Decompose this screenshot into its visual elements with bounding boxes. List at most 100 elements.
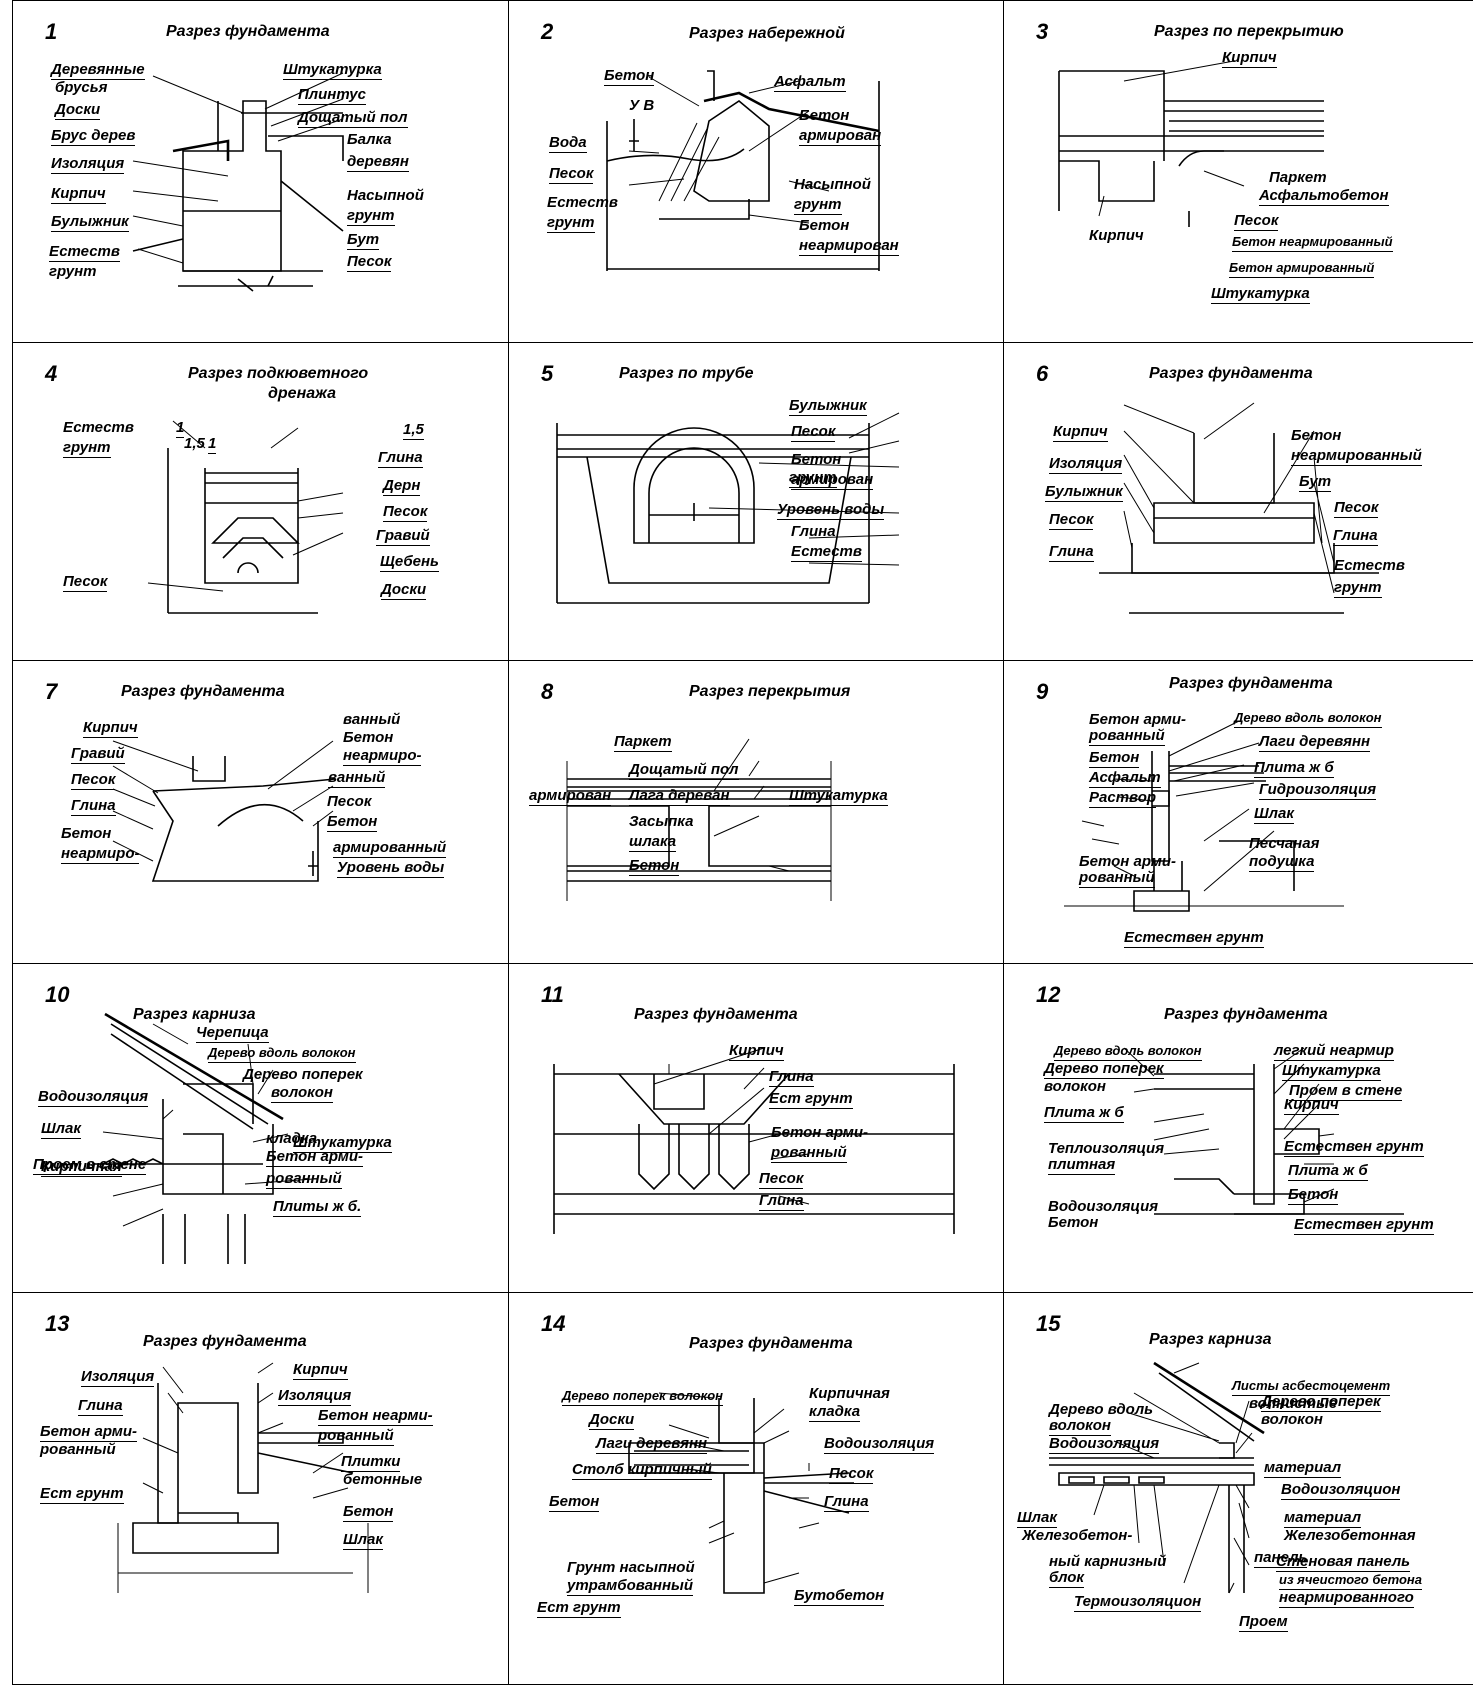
material-label: неармиро- xyxy=(343,747,422,766)
material-label: Бут xyxy=(347,231,380,250)
material-label: Столб кирпичный xyxy=(572,1461,712,1480)
material-label: Дерево поперек xyxy=(1261,1393,1381,1412)
section-sketch-2 xyxy=(606,70,880,271)
material-label: Песок xyxy=(1334,499,1379,518)
material-label: Кирпич xyxy=(293,1361,348,1380)
material-label: Уровень воды xyxy=(777,501,885,520)
material-label: Булыжник xyxy=(789,397,867,416)
material-label: армирован xyxy=(791,471,874,490)
material-label: Песок xyxy=(71,771,116,790)
material-label: Водоизоляцион xyxy=(1281,1481,1401,1500)
material-label: Изоляция xyxy=(1049,455,1123,474)
material-label: Глина xyxy=(769,1068,814,1087)
material-label: Кирпичная xyxy=(809,1385,890,1402)
section-sketch-8 xyxy=(566,738,832,901)
material-label: Паркет xyxy=(614,733,672,752)
material-label: Бетон xyxy=(1048,1214,1099,1231)
panel-number: 14 xyxy=(541,1311,566,1336)
material-label: Песок xyxy=(791,423,836,442)
material-label: армирован xyxy=(799,127,882,146)
panel-title: Разрез фундамента xyxy=(634,1006,798,1023)
panel-title: Разрез фундамента xyxy=(1164,1006,1328,1023)
material-label: Бетон неармированный xyxy=(1232,233,1393,252)
material-label: волокон xyxy=(271,1084,333,1103)
material-label: Бетон xyxy=(61,825,112,842)
material-label: Песок xyxy=(1234,212,1279,231)
material-label: рованный xyxy=(1079,869,1155,888)
material-label: Бетон xyxy=(549,1493,600,1512)
material-label: Кирпич xyxy=(83,719,138,738)
material-label: брусья xyxy=(55,79,108,96)
material-label: Теплоизоляция xyxy=(1048,1140,1165,1157)
material-label: 1 xyxy=(176,419,185,438)
material-label: грунт xyxy=(1334,579,1382,598)
section-sketch-10 xyxy=(93,1012,314,1264)
material-label: грунт xyxy=(547,214,595,233)
material-label: Асфальт xyxy=(1089,769,1161,788)
material-label: Дерево вдоль волокон xyxy=(1054,1042,1202,1061)
material-label: Штукатурка xyxy=(293,1134,392,1153)
material-label: Ест грунт xyxy=(40,1485,124,1504)
material-label: панель xyxy=(1254,1549,1308,1568)
material-label: блок xyxy=(1049,1569,1084,1588)
section-sketch-6 xyxy=(1099,402,1379,614)
panel-title: Разрез фундамента xyxy=(689,1335,853,1352)
section-sketch-4 xyxy=(147,420,344,614)
material-label: легкий неармир xyxy=(1274,1042,1394,1061)
panel-title: Разрез набережной xyxy=(689,25,845,42)
material-label: Дерево вдоль волокон xyxy=(1234,709,1382,728)
material-label: грунт xyxy=(63,439,111,458)
material-label: Гидроизоляция xyxy=(1259,781,1377,800)
material-label: Черепица xyxy=(196,1024,269,1043)
panel-number: 12 xyxy=(1036,982,1061,1007)
panel-number: 3 xyxy=(1036,19,1049,44)
material-label: подушка xyxy=(1249,853,1315,872)
material-label: Штукатурка xyxy=(1211,285,1310,304)
material-label: волнистые xyxy=(1249,1395,1338,1412)
material-label: Водоизоляция xyxy=(1048,1198,1159,1215)
material-label: Естеств xyxy=(791,543,862,562)
material-label: кладка xyxy=(809,1403,861,1422)
section-sketch-5 xyxy=(556,412,900,604)
material-label: Водоизоляция xyxy=(38,1088,149,1107)
material-label: из ячеистого бетона xyxy=(1279,1571,1423,1590)
panel-number: 1 xyxy=(45,19,58,44)
material-label: Изоляция xyxy=(51,155,125,174)
panel-title: Разрез перекрытия xyxy=(689,683,851,700)
material-label: Кирпич xyxy=(729,1042,784,1061)
panel-title-line2: дренажа xyxy=(268,385,336,402)
panel-title: Разрез фундамента xyxy=(121,683,285,700)
material-label: Термоизоляцион xyxy=(1074,1593,1202,1612)
material-label: Плита ж б xyxy=(1044,1104,1124,1123)
material-label: рованный xyxy=(318,1427,394,1446)
material-label: Бетон xyxy=(791,451,842,468)
material-label: материал xyxy=(1264,1459,1342,1478)
material-label: Плитки xyxy=(341,1453,401,1472)
material-label: Доски xyxy=(55,101,101,120)
material-label: рованный xyxy=(40,1441,116,1458)
material-label: Плита ж б xyxy=(1288,1162,1368,1181)
section-sketch-13 xyxy=(117,1362,369,1593)
material-label: Кирпичная xyxy=(41,1158,122,1177)
section-sketch-9 xyxy=(1064,720,1344,912)
material-label: Насыпной xyxy=(794,176,871,193)
material-label: Глина xyxy=(759,1192,804,1211)
material-label: армированный xyxy=(333,839,447,858)
material-label: грунт xyxy=(49,263,97,280)
material-label: Бетон xyxy=(343,1503,394,1522)
material-label: Глина xyxy=(78,1397,123,1416)
material-label: Доски xyxy=(381,581,427,600)
material-label: Песок xyxy=(1049,511,1094,530)
material-label: плитная xyxy=(1048,1156,1116,1175)
material-label: неармирован xyxy=(799,237,899,256)
material-label: Асфальтобетон xyxy=(1259,187,1389,206)
panel-title: Разрез карниза xyxy=(1149,1331,1272,1348)
material-label: Дощатый пол xyxy=(298,109,408,128)
panel-title: Разрез подкюветного xyxy=(188,365,369,382)
material-label: Естеств xyxy=(49,243,120,262)
material-label: 1,5 xyxy=(184,435,205,452)
material-label: неармиро- xyxy=(61,845,140,864)
material-label: Естествен грунт xyxy=(1294,1216,1434,1235)
